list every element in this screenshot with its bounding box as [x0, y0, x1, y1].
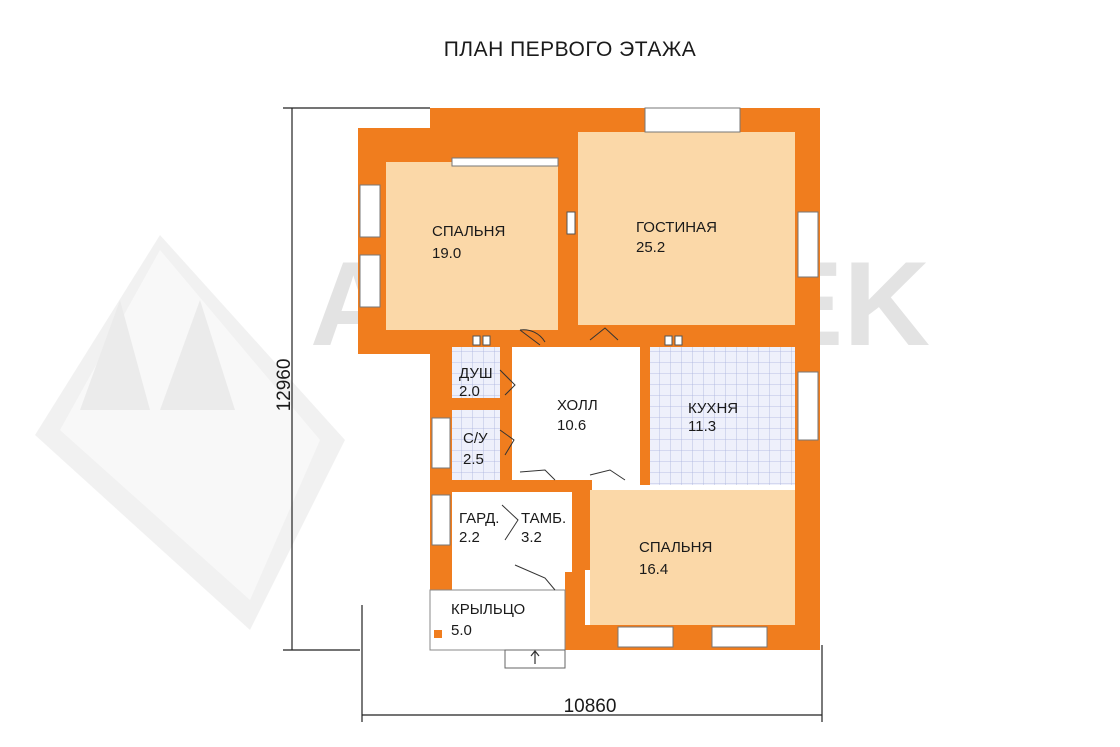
- room-hall: [512, 347, 640, 480]
- dimension-width: 10860: [564, 696, 617, 717]
- room-kitchen: [650, 347, 795, 485]
- step-arrow-icon: [530, 650, 540, 664]
- label-bedroom-1-area: 19.0: [432, 245, 461, 262]
- label-vestibule-area: 3.2: [521, 529, 542, 546]
- room-wardrobe: [452, 492, 502, 572]
- label-porch-area: 5.0: [451, 622, 472, 639]
- label-bedroom-1-name: СПАЛЬНЯ: [432, 223, 505, 240]
- label-living-name: ГОСТИНАЯ: [636, 219, 717, 236]
- label-bedroom-2-area: 16.4: [639, 561, 668, 578]
- room-living: [578, 132, 795, 325]
- label-wc-name: С/У: [463, 430, 488, 447]
- windows: [359, 107, 819, 648]
- label-bedroom-2-name: СПАЛЬНЯ: [639, 539, 712, 556]
- label-shower-area: 2.0: [459, 383, 480, 400]
- room-bedroom-2: [590, 490, 795, 625]
- label-living-area: 25.2: [636, 239, 665, 256]
- door-swings: [499, 327, 626, 591]
- vents: [434, 211, 683, 638]
- label-shower-name: ДУШ: [459, 365, 493, 382]
- room-vestibule: [502, 492, 572, 572]
- label-vestibule-name: ТАМБ.: [521, 510, 566, 527]
- label-wardrobe-name: ГАРД.: [459, 510, 499, 527]
- label-hall-name: ХОЛЛ: [557, 397, 598, 414]
- dimension-lines: [283, 107, 823, 722]
- room-bedroom-1: [386, 162, 558, 330]
- plan-title: ПЛАН ПЕРВОГО ЭТАЖА: [443, 38, 697, 61]
- watermark-logo: [35, 235, 345, 630]
- room-shower: [452, 347, 500, 398]
- label-kitchen-name: КУХНЯ: [688, 400, 738, 417]
- label-hall-area: 10.6: [557, 417, 586, 434]
- label-wc-area: 2.5: [463, 451, 484, 468]
- room-porch: [429, 589, 566, 651]
- label-wardrobe-area: 2.2: [459, 529, 480, 546]
- dimension-height: 12960: [274, 359, 295, 412]
- label-porch-name: КРЫЛЬЦО: [451, 601, 525, 618]
- label-kitchen-area: 11.3: [688, 418, 716, 435]
- room-wc: [452, 410, 500, 480]
